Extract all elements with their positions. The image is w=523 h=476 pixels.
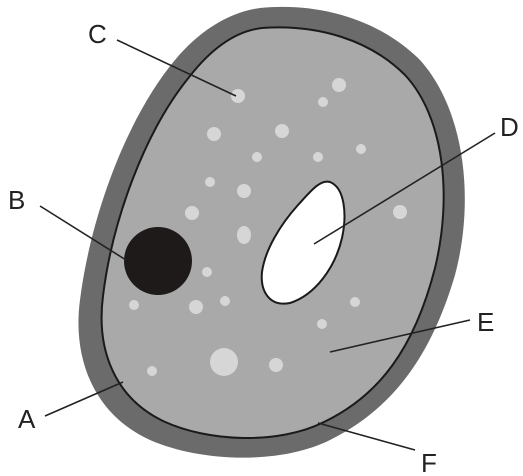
label-d: D: [500, 112, 519, 142]
granule: [356, 144, 366, 154]
label-c: C: [88, 19, 107, 49]
granule: [317, 319, 327, 329]
granule: [220, 296, 230, 306]
granule: [205, 177, 215, 187]
granule: [147, 366, 157, 376]
label-e: E: [477, 307, 494, 337]
granule: [350, 297, 360, 307]
granule: [269, 358, 283, 372]
label-a: A: [18, 404, 36, 434]
granule: [275, 124, 289, 138]
granule: [129, 300, 139, 310]
granule: [332, 78, 346, 92]
label-b: B: [8, 185, 25, 215]
granule: [185, 206, 199, 220]
granule: [393, 205, 407, 219]
granule: [237, 184, 251, 198]
granule: [207, 127, 221, 141]
granule: [210, 348, 238, 376]
label-f: F: [421, 448, 437, 476]
granule: [313, 152, 323, 162]
granule: [237, 226, 251, 244]
granule: [189, 300, 203, 314]
granule: [202, 267, 212, 277]
dark-body: [124, 227, 192, 295]
granule: [231, 89, 245, 103]
granule: [318, 97, 328, 107]
granule: [252, 152, 262, 162]
